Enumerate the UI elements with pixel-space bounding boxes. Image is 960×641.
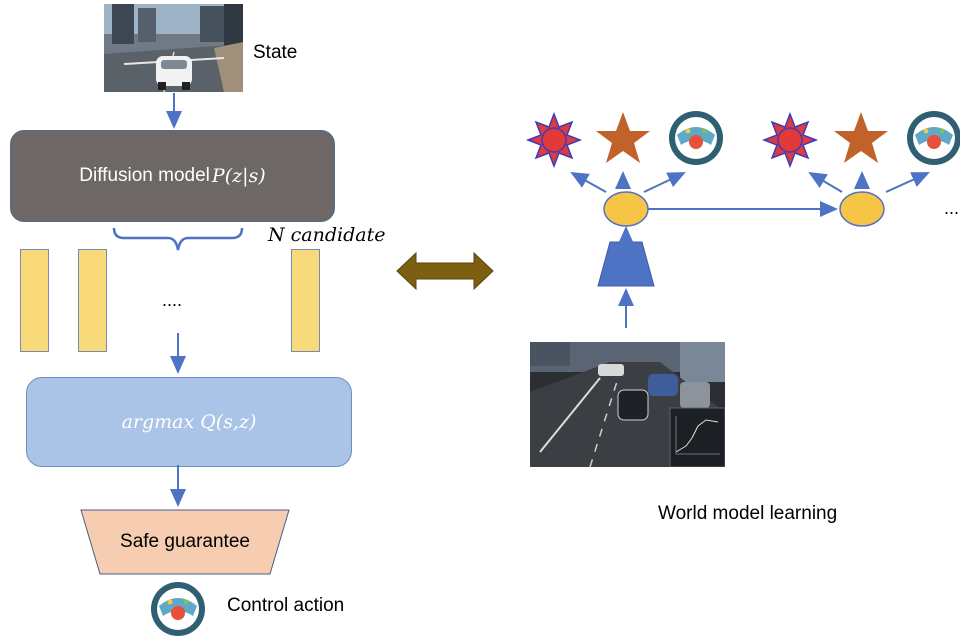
driving-scene-image (530, 342, 725, 467)
latent-state-ellipse-icon (603, 191, 649, 227)
world-model-caption: World model learning (658, 503, 838, 524)
safe-guarantee-label: Safe guarantee (120, 531, 250, 552)
left-connectors (112, 93, 244, 507)
candidate-label: N candidate (268, 224, 386, 246)
diffusion-model-formula: P(z|s) (211, 165, 266, 187)
argmax-formula: argmax Q(s,z) (121, 411, 257, 433)
steering-wheel-icon (669, 111, 723, 165)
steering-wheel-icon (151, 582, 205, 636)
argmax-q-box: argmax Q(s,z) (26, 377, 352, 467)
candidate-bar (20, 249, 49, 352)
candidate-bar (291, 249, 320, 352)
safe-guarantee-trapezoid (80, 509, 290, 575)
diffusion-model-text: Diffusion model (79, 165, 210, 186)
encoder-trapezoid-icon (597, 241, 655, 287)
candidate-bar (78, 249, 107, 352)
steering-wheel-icon (907, 111, 960, 165)
candidate-brace (112, 227, 244, 251)
world-model-ellipsis: ... (944, 198, 960, 218)
control-action-label: Control action (227, 595, 345, 616)
state-label: State (253, 42, 298, 63)
red-sun-icon (527, 113, 581, 167)
brown-star-icon (834, 112, 888, 163)
brown-star-icon (596, 112, 650, 163)
latent-state-ellipse-icon (839, 191, 885, 227)
state-image (104, 4, 243, 92)
red-sun-icon (763, 113, 817, 167)
candidates-ellipsis: .... (162, 290, 183, 310)
bidirectional-arrow-icon (396, 252, 494, 290)
diffusion-model-box: Diffusion model P(z|s) (10, 130, 335, 222)
world-model-diagram (527, 111, 960, 328)
